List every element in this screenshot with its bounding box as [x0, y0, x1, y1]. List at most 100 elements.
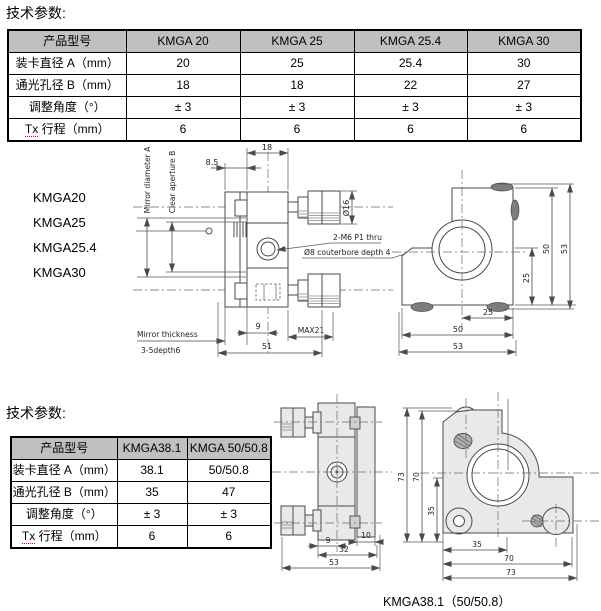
dim-knob-diameter: Ø16	[341, 190, 357, 225]
col-header-model: 产品型号	[10, 436, 118, 460]
front-view-large-mount	[420, 392, 600, 547]
dim-label-v35: 35	[427, 506, 436, 516]
cell-value: 6	[239, 118, 355, 142]
height-dims: 73 70 35	[397, 407, 467, 543]
dim-label-clear-aperture: Clear aperture B	[168, 151, 177, 214]
cell-value: ± 3	[116, 503, 188, 526]
cell-value: 6	[125, 118, 241, 142]
spring-washer	[453, 433, 473, 449]
dim-label-h73: 73	[506, 568, 516, 577]
row-label-aperture: 通光孔径 B（mm）	[7, 74, 127, 97]
model-item: KMGA30	[33, 265, 86, 280]
col-header-kmga20: KMGA 20	[125, 29, 241, 53]
mirror-thickness-note: Mirror thickness 3-5depth6	[137, 307, 248, 355]
col-header-kmga50: KMGA 50/50.8	[186, 436, 272, 460]
col-header-kmga381: KMGA38.1	[116, 436, 188, 460]
note-counterbore: Ø8 couterbore depth 4	[304, 248, 391, 257]
dim-label-h53: 53	[453, 342, 463, 351]
adjuster-knob-bottom	[287, 273, 341, 308]
spec-table-top: 产品型号 KMGA 20 KMGA 25 KMGA 25.4 KMGA 30 装…	[7, 29, 582, 142]
col-header-kmga254: KMGA 25.4	[353, 29, 468, 53]
clamp-top	[234, 199, 248, 217]
table-row: 调整角度（°） ± 3 ± 3	[10, 503, 272, 526]
hidden-detail	[255, 283, 281, 301]
dim-label-h50: 50	[453, 325, 463, 334]
counterbore-hole	[256, 237, 280, 261]
dim-label-v53: 53	[560, 244, 569, 254]
dim-label-51: 51	[262, 342, 272, 351]
row-label-angle: 调整角度（°）	[7, 96, 127, 119]
col-header-kmga25: KMGA 25	[239, 29, 355, 53]
cell-value: ± 3	[186, 503, 272, 526]
dim-label-max21: MAX21	[298, 326, 325, 335]
travel-label: 行程（mm）	[38, 122, 110, 136]
cell-value: 18	[239, 74, 355, 97]
table-row: 装卡直径 A（mm） 20 25 25.4 30	[7, 52, 582, 75]
mirror-diameter-dim: Mirror diameter A Clear aperture B	[137, 146, 246, 278]
adjuster-knob-top	[280, 407, 361, 438]
cell-value: 25.4	[353, 52, 468, 75]
label-thickness-depth: 3-5depth6	[141, 346, 181, 355]
table-row: 通光孔径 B（mm） 18 18 22 27	[7, 74, 582, 97]
section-title-top: 技术参数:	[6, 5, 66, 21]
cell-value: 6	[186, 525, 272, 549]
bolt-hole	[453, 515, 465, 527]
cell-value: 22	[353, 74, 468, 97]
col-header-model: 产品型号	[7, 29, 127, 53]
dim-9: 9	[237, 322, 278, 336]
dim-label-h35: 35	[472, 540, 482, 549]
row-label-diameter: 装卡直径 A（mm）	[7, 52, 127, 75]
model-item: KMGA25.4	[33, 240, 97, 255]
row-label-travel: Tx 行程（mm）	[7, 118, 127, 142]
dim-label-dia16: Ø16	[341, 200, 351, 216]
table-row: 产品型号 KMGA 20 KMGA 25 KMGA 25.4 KMGA 30	[7, 29, 582, 53]
lock-nut	[410, 302, 434, 312]
table-row: 通光孔径 B（mm） 35 47	[10, 481, 272, 504]
dim-label-9: 9	[255, 322, 260, 331]
dim-label-8-5: 8.5	[206, 158, 219, 167]
dim-51: 51	[217, 302, 323, 357]
mount-foot	[445, 507, 473, 535]
dim-label-h70: 70	[504, 554, 514, 563]
travel-label: 行程（mm）	[35, 529, 107, 543]
dim-label-18: 18	[262, 143, 272, 152]
engineering-drawing-bottom: 10 9 32 53 73 70 35	[272, 392, 600, 581]
lock-nut	[490, 182, 514, 192]
dim-label-v25: 25	[522, 273, 531, 283]
screw-head	[205, 227, 213, 235]
table-row: 装卡直径 A（mm） 38.1 50/50.8	[10, 459, 272, 482]
thread-note: 2-M6 P1 thru Ø8 couterbore depth 4	[276, 233, 422, 259]
col-header-kmga30: KMGA 30	[466, 29, 582, 53]
cell-value: 30	[466, 52, 582, 75]
front-view-mount	[392, 170, 528, 330]
engineering-drawing-top: Mirror diameter A Clear aperture B 18 8.…	[133, 143, 576, 357]
cell-value: 50/50.8	[186, 459, 272, 482]
cell-value: 38.1	[116, 459, 188, 482]
note-m6-thread: 2-M6 P1 thru	[333, 233, 382, 242]
label-mirror-thickness: Mirror thickness	[137, 330, 198, 339]
cell-value: ± 3	[239, 96, 355, 119]
cell-value: 6	[353, 118, 468, 142]
dim-label-v73: 73	[397, 472, 406, 482]
front-dims-horizontal: 25 50 53	[398, 308, 517, 356]
dim-label-53: 53	[329, 558, 339, 567]
side-view-large-mount	[272, 394, 392, 552]
dim-8-5: 8.5	[206, 158, 261, 190]
spring-symbol	[233, 222, 247, 237]
front-dims-horizontal: 35 70 73	[442, 524, 578, 581]
row-label-angle: 调整角度（°）	[10, 503, 118, 526]
table-row: 产品型号 KMGA38.1 KMGA 50/50.8	[10, 436, 272, 460]
cell-value: 47	[186, 481, 272, 504]
dim-label-10: 10	[361, 531, 371, 540]
row-label-aperture: 通光孔径 B（mm）	[10, 481, 118, 504]
tx-label: Tx	[21, 529, 36, 544]
cell-value: 27	[466, 74, 582, 97]
lock-nut	[510, 199, 520, 221]
dim-label-h25: 25	[483, 308, 493, 317]
table-row: Tx 行程（mm） 6 6	[10, 525, 272, 549]
cell-value: 18	[125, 74, 241, 97]
lock-nut	[486, 302, 510, 312]
model-list: KMGA20 KMGA25 KMGA25.4 KMGA30	[33, 185, 97, 285]
section-title-bottom: 技术参数:	[6, 405, 66, 421]
